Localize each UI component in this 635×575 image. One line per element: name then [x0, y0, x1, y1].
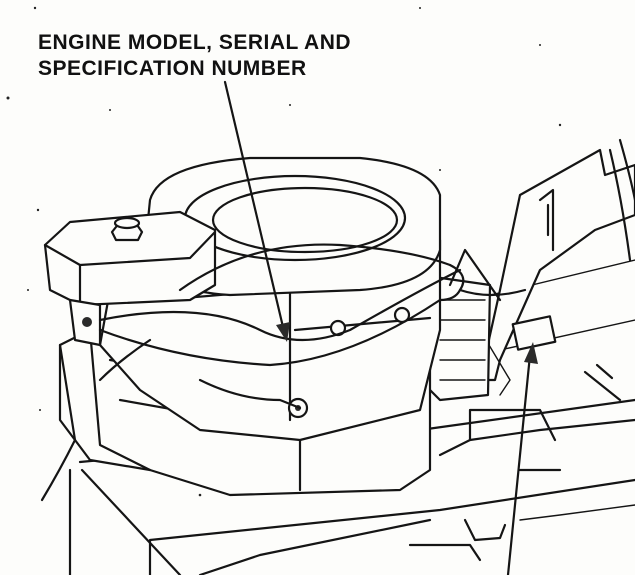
panel-tag-arrow	[506, 342, 538, 575]
control-panel	[478, 138, 635, 396]
engine-shroud-top	[143, 156, 442, 297]
print-noise	[6, 6, 562, 497]
fuel-tank	[43, 210, 217, 307]
engine-label-line-1: ENGINE MODEL, SERIAL AND	[38, 31, 352, 54]
wiring	[98, 243, 527, 410]
tank-bracket	[68, 298, 102, 347]
engine-label-line-2: SPECIFICATION NUMBER	[38, 57, 307, 80]
engine-label-arrow	[223, 80, 290, 342]
engine-model-label: ENGINE MODEL, SERIAL AND SPECIFICATION N…	[38, 30, 478, 82]
